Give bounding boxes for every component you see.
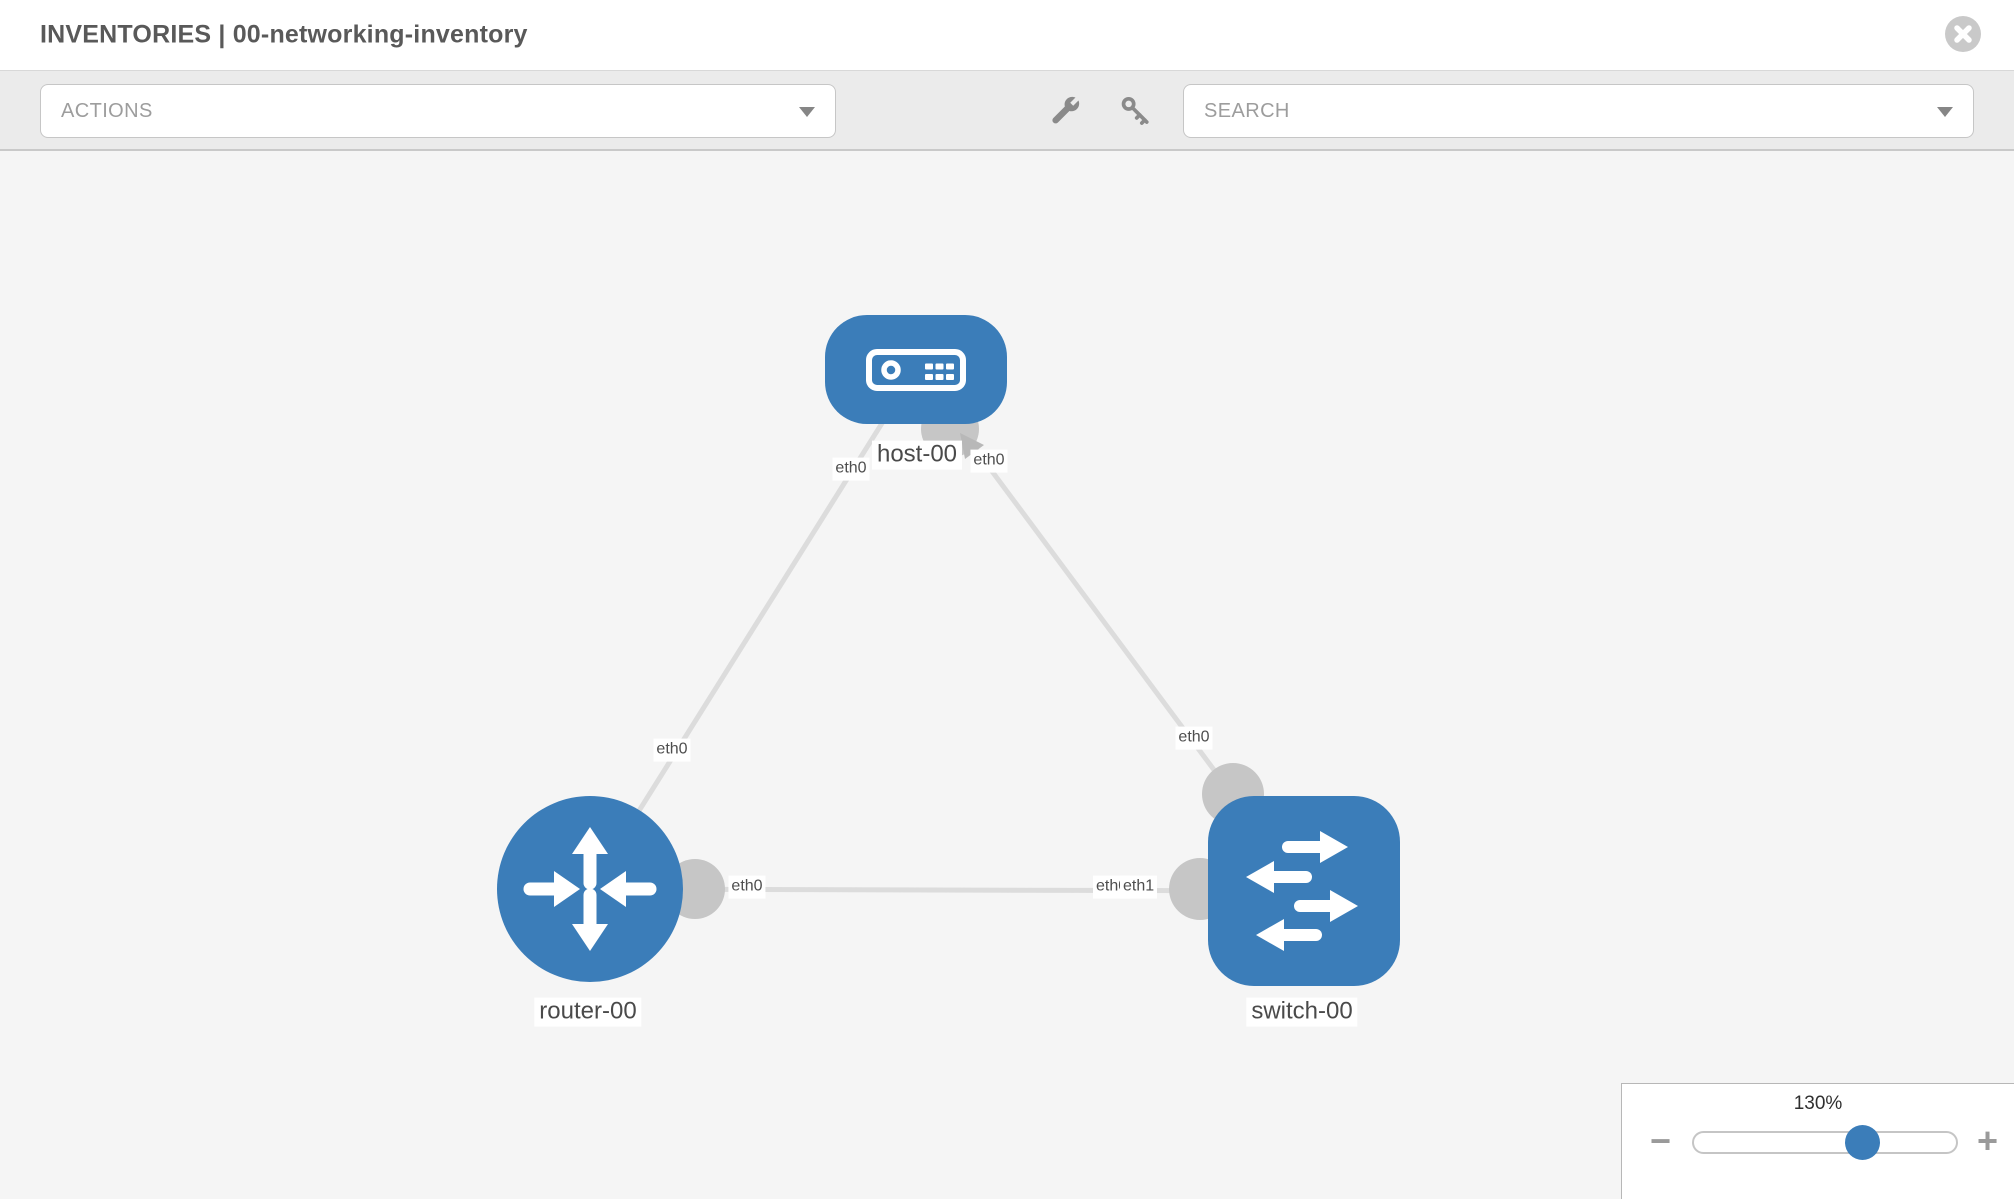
actions-dropdown-label: ACTIONS [61,99,153,122]
search-dropdown-label: SEARCH [1204,99,1290,122]
node-label-router: router-00 [534,997,642,1027]
configure-tool-button[interactable] [1045,91,1085,131]
chevron-down-icon [799,107,815,117]
zoom-out-button[interactable]: − [1650,1120,1672,1161]
link-host-router[interactable] [587,367,919,891]
node-host-00[interactable] [825,315,1007,424]
link-arrowhead [960,433,984,459]
port-label: eth0 [970,449,1008,473]
window-header: INVENTORIES | 00-networking-inventory [0,0,2014,71]
zoom-slider-track[interactable] [1692,1131,1958,1154]
search-dropdown[interactable]: SEARCH [1183,84,1974,138]
node-label-host: host-00 [871,440,963,470]
router-icon [523,827,657,951]
toolbar: ACTIONS SEARCH [0,71,2014,151]
node-router-00[interactable] [497,796,683,982]
topology-graph [497,315,1400,986]
zoom-panel: 130% − + [1621,1083,2014,1199]
port-label: eth0 [653,738,691,762]
zoom-in-button[interactable]: + [1976,1120,1998,1161]
actions-dropdown[interactable]: ACTIONS [40,84,836,138]
node-switch-00[interactable] [1208,796,1400,986]
chevron-down-icon [1937,107,1953,117]
switch-icon [1246,831,1358,951]
page-title: INVENTORIES | 00-networking-inventory [40,20,528,49]
wrench-icon [1052,96,1080,124]
port-label: eth1 [1120,875,1158,899]
key-icon [1121,96,1149,125]
close-icon [1954,25,1972,43]
host-icon [866,349,966,391]
close-button[interactable] [1945,16,1981,52]
port-label: eth0 [832,457,870,481]
credentials-tool-button[interactable] [1115,91,1155,131]
zoom-level-value: 130% [1793,1093,1843,1114]
node-label-switch: switch-00 [1246,997,1358,1027]
port-label: eth0 [728,875,766,899]
zoom-slider-handle[interactable] [1845,1125,1880,1160]
port-label: eth0 [1175,726,1213,750]
topology-canvas[interactable]: eth0 eth0 eth0 eth0 eth0 eth1 eth0 host-… [0,151,2014,1199]
